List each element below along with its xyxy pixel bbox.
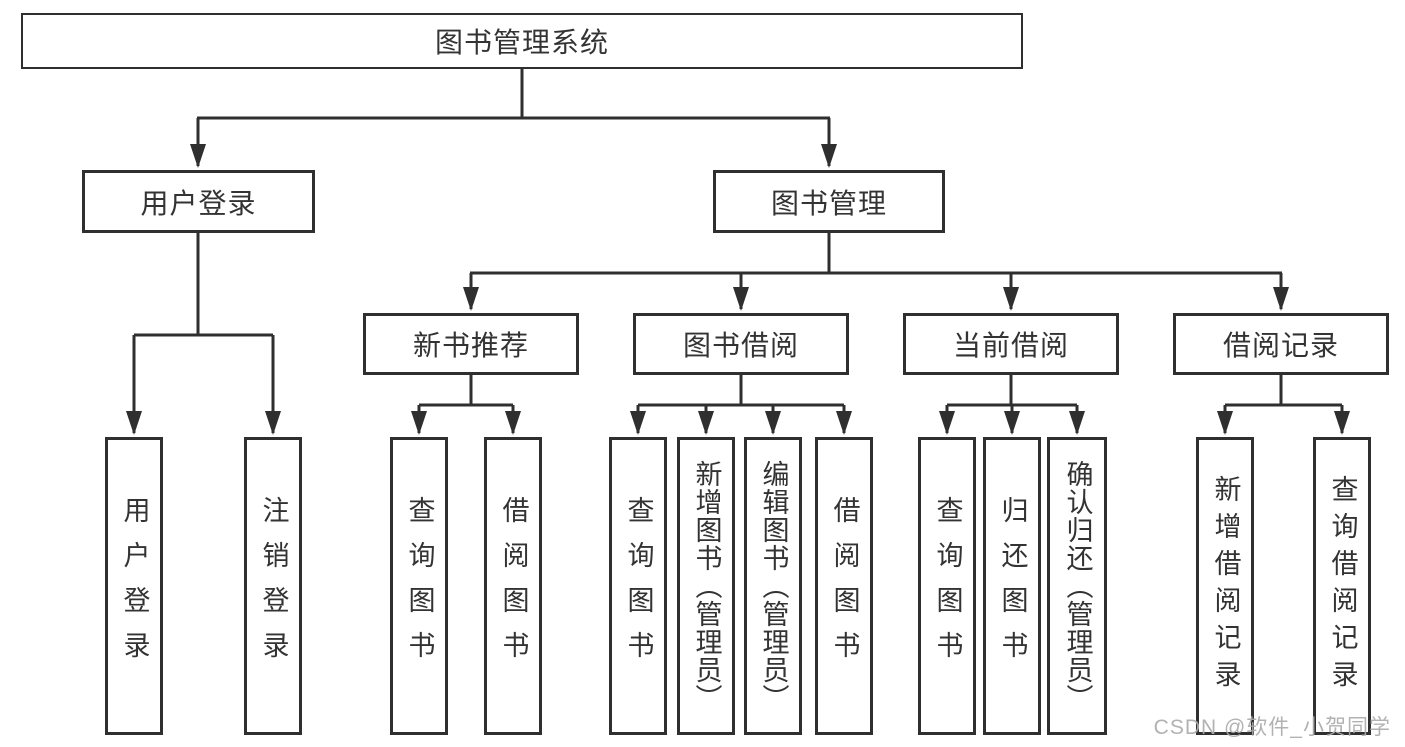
leaf-query-borrow-record: 查询借阅记录 — [1313, 437, 1371, 735]
node-root-label: 图书管理系统 — [434, 27, 609, 58]
connector-root-to-level2 — [190, 69, 837, 168]
connector-borrow-record-children — [1217, 375, 1350, 435]
node-book-borrowing-label: 图书借阅 — [682, 330, 799, 361]
leaf-query-books-borrowing: 查询图书 — [609, 437, 667, 735]
leaf-logout-label: 注销登录 — [258, 496, 289, 676]
leaf-borrow-books-label: 借阅图书 — [829, 496, 860, 676]
leaf-borrow-books-recommend-label: 借阅图书 — [498, 496, 529, 676]
connector-user-login-children — [126, 233, 281, 435]
leaf-borrow-books-recommend: 借阅图书 — [484, 437, 542, 735]
node-book-borrowing: 图书借阅 — [633, 313, 849, 375]
node-current-borrowing-label: 当前借阅 — [952, 330, 1069, 361]
connector-book-mgmt-to-level3 — [463, 233, 1289, 311]
node-user-login-label: 用户登录 — [140, 187, 257, 219]
leaf-return-book: 归还图书 — [983, 437, 1041, 735]
node-new-book-recommendation-label: 新书推荐 — [412, 330, 529, 361]
leaf-confirm-return-admin-label: 确认归还（管理员） — [1062, 460, 1093, 712]
leaf-add-book-admin: 新增图书（管理员） — [677, 437, 735, 735]
node-book-management-label: 图书管理 — [770, 187, 887, 219]
leaf-query-books-borrowing-label: 查询图书 — [623, 496, 654, 676]
leaf-user-login-label: 用户登录 — [119, 496, 150, 676]
leaf-edit-book-admin-label: 编辑图书（管理员） — [758, 460, 789, 712]
leaf-confirm-return-admin: 确认归还（管理员） — [1047, 437, 1107, 735]
leaf-user-login: 用户登录 — [105, 437, 163, 735]
node-user-login: 用户登录 — [82, 170, 315, 233]
leaf-logout: 注销登录 — [244, 437, 302, 735]
connector-new-book-children — [411, 375, 521, 435]
leaf-return-book-label: 归还图书 — [997, 496, 1028, 676]
node-current-borrowing: 当前借阅 — [903, 313, 1119, 375]
connector-book-borrow-children — [630, 375, 852, 435]
leaf-borrow-books: 借阅图书 — [815, 437, 873, 735]
node-root-library-management-system: 图书管理系统 — [21, 13, 1023, 69]
leaf-add-book-admin-label: 新增图书（管理员） — [691, 460, 722, 712]
leaf-query-borrow-record-label: 查询借阅记录 — [1327, 475, 1358, 697]
node-borrowing-records-label: 借阅记录 — [1222, 330, 1339, 361]
leaf-add-borrow-record: 新增借阅记录 — [1196, 437, 1254, 735]
node-borrowing-records: 借阅记录 — [1173, 313, 1389, 375]
leaf-edit-book-admin: 编辑图书（管理员） — [744, 437, 802, 735]
leaf-query-books-current: 查询图书 — [918, 437, 976, 735]
leaf-query-books-current-label: 查询图书 — [932, 496, 963, 676]
leaf-add-borrow-record-label: 新增借阅记录 — [1210, 475, 1241, 697]
leaf-query-books-recommend-label: 查询图书 — [404, 496, 435, 676]
node-new-book-recommendation: 新书推荐 — [363, 313, 579, 375]
node-book-management: 图书管理 — [713, 170, 945, 233]
leaf-query-books-recommend: 查询图书 — [390, 437, 448, 735]
connector-current-borrow-children — [939, 375, 1085, 435]
csdn-watermark: CSDN @软件_小贺同学 — [1153, 716, 1391, 739]
